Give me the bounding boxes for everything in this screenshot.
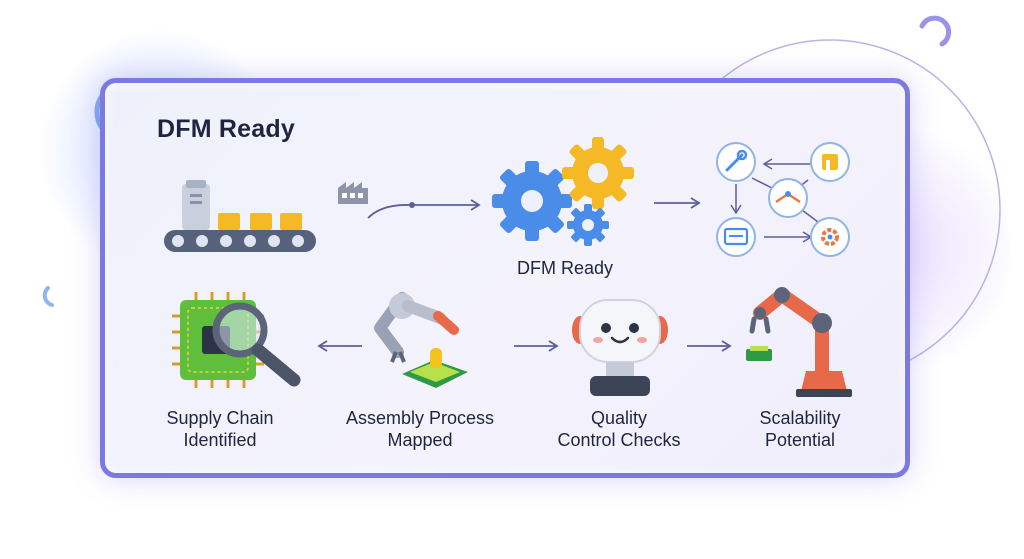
conveyor-belt-icon [164, 180, 316, 252]
step-label-supply-chain: Supply Chain Identified [140, 407, 300, 451]
diagram-title: DFM Ready [157, 115, 295, 143]
robot-head-icon [572, 299, 668, 396]
step-label-assembly-process: Assembly Process Mapped [330, 407, 510, 451]
gear-blue-small-icon [567, 204, 609, 246]
factory-icon [338, 182, 368, 204]
diagram-card [100, 78, 910, 478]
step-label-line1: Assembly Process [345, 408, 495, 428]
gear-blue-large-icon [492, 161, 572, 241]
arrow-right-1 [514, 340, 559, 352]
gears-icon [492, 137, 634, 246]
step-label-line1: Scalability [759, 408, 841, 428]
gear-yellow-icon [562, 137, 634, 209]
arrow-right-2 [687, 340, 732, 352]
arrow-to-network [654, 197, 701, 209]
step-label-line2: Identified [183, 430, 257, 450]
deco-arc-left [42, 286, 54, 307]
step-label-line1: Quality [590, 408, 648, 428]
industrial-robot-arm-icon [746, 287, 852, 397]
step-label-line1: Supply Chain [166, 408, 274, 428]
step-label-line2: Mapped [387, 430, 453, 450]
step-label-quality: Quality Control Checks [534, 407, 704, 451]
robot-arm-icon [374, 292, 468, 388]
arrow-left [317, 340, 362, 352]
process-network-icon [716, 142, 850, 257]
step-label-line2: Control Checks [557, 430, 681, 450]
chip-magnifier-icon [172, 292, 301, 388]
deco-arc-top-right [919, 15, 952, 47]
step-label-line2: Potential [764, 430, 836, 450]
node-process-icon [768, 178, 808, 218]
step-label-scalability: Scalability Potential [720, 407, 880, 451]
center-label: DFM Ready [516, 258, 614, 278]
arrow-to-gears [367, 199, 481, 219]
